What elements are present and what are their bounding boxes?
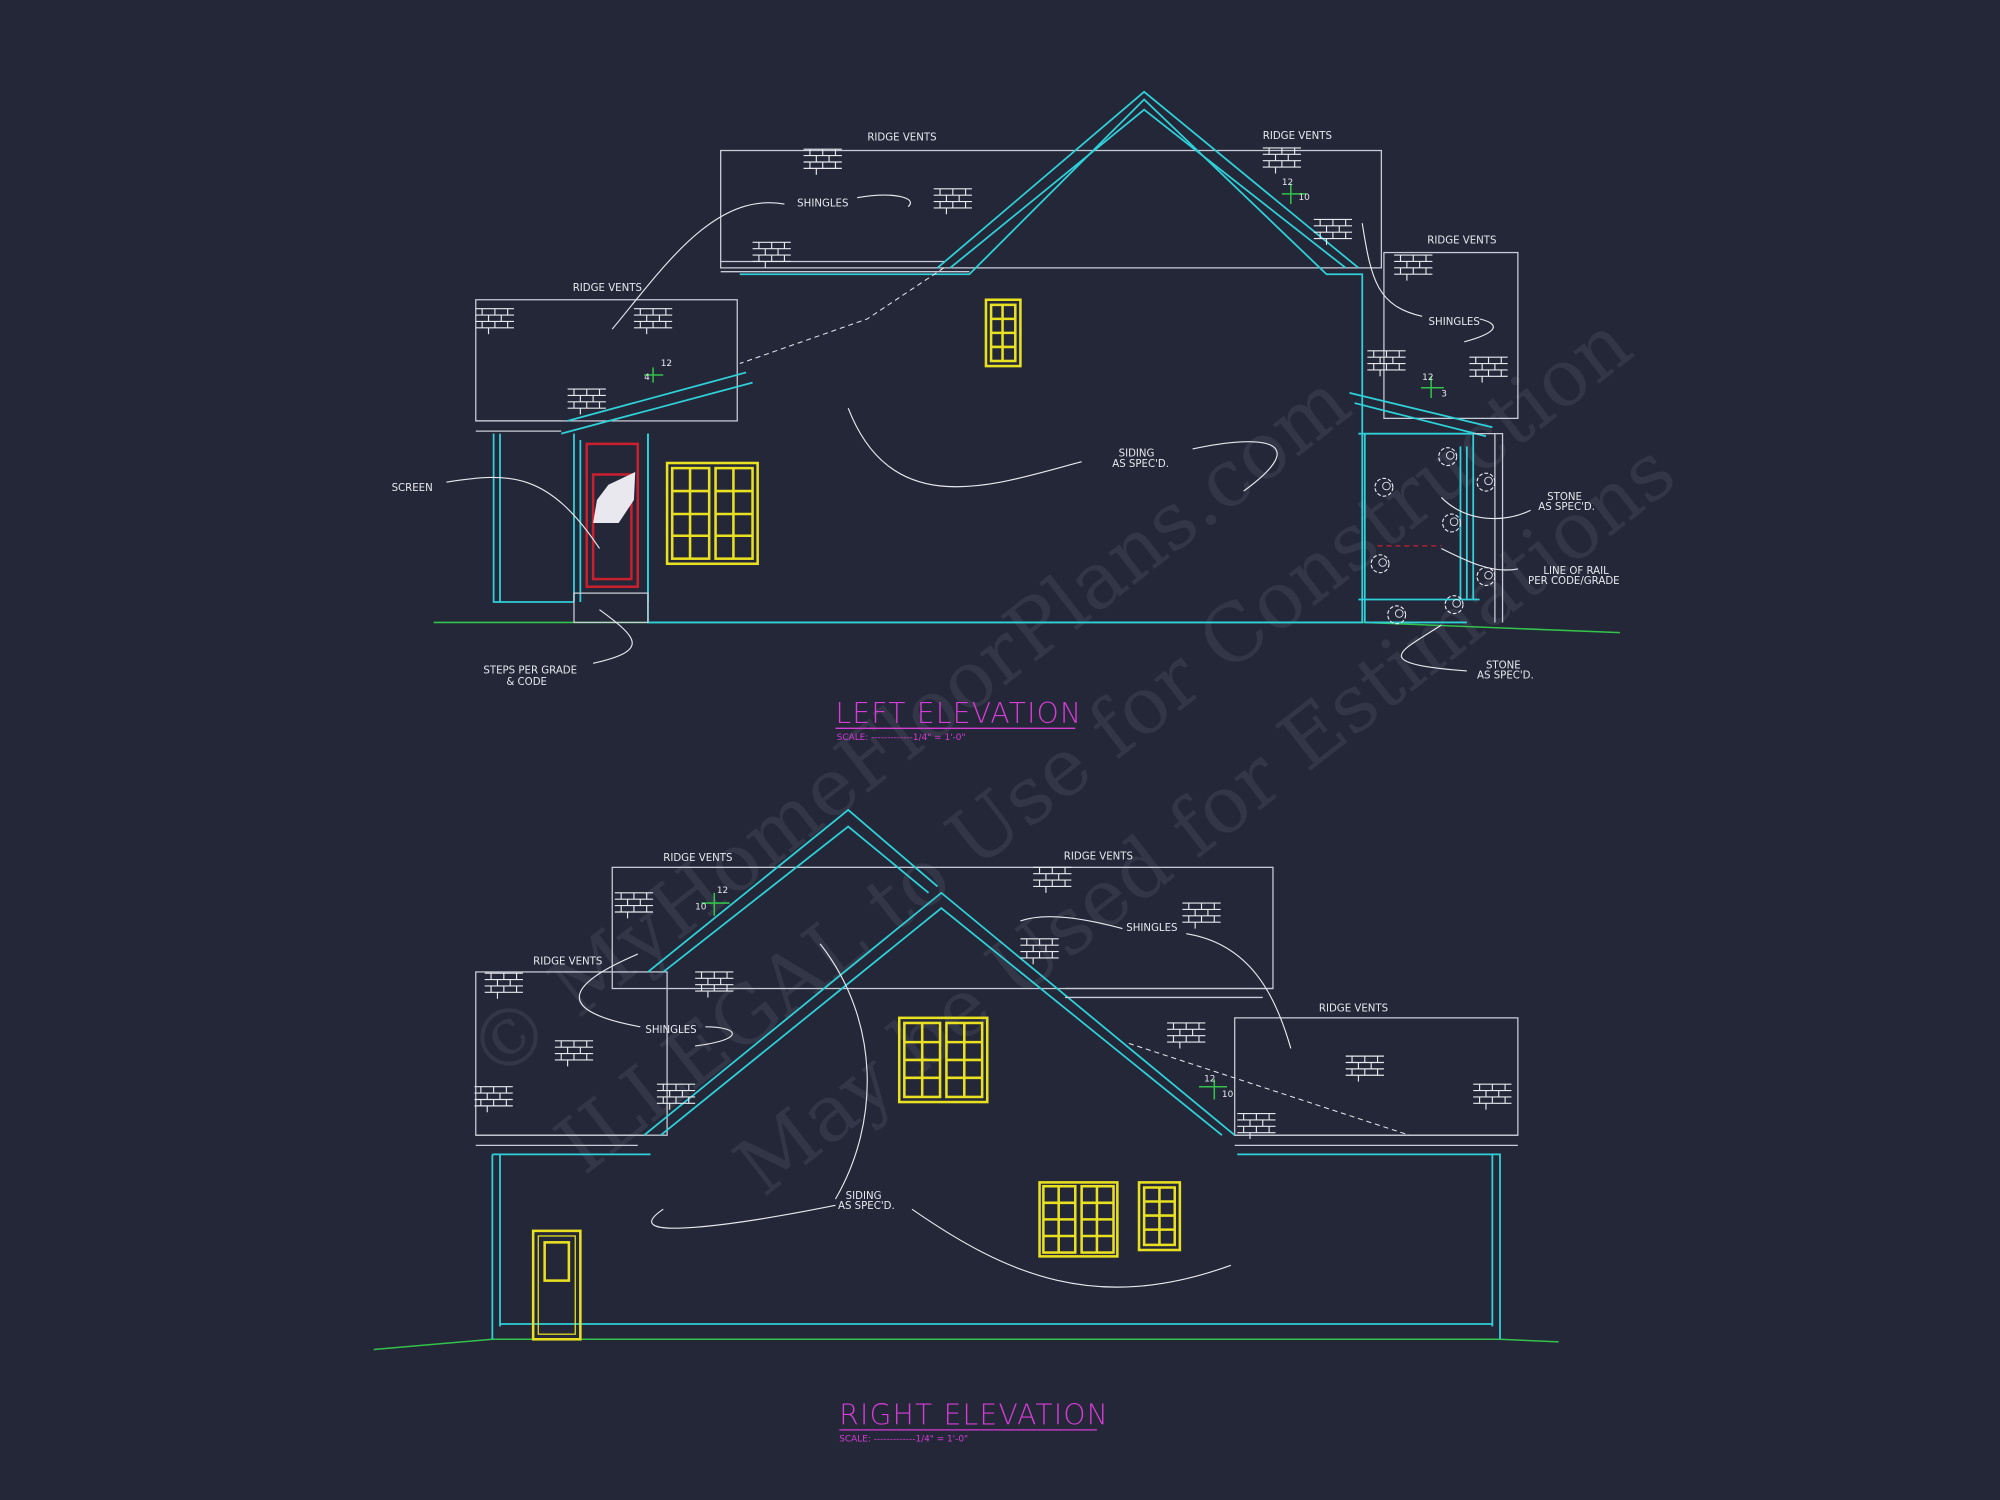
label-ridge-vents: RIDGE VENTS [1064, 852, 1133, 863]
main-gable [643, 891, 1236, 1136]
label-shingles: SHINGLES [645, 1025, 696, 1036]
label-steps: STEPS PER GRADE [483, 665, 577, 676]
grade-line [373, 1338, 1559, 1351]
pitch-rise: 10 [1222, 1090, 1234, 1100]
label-ridge-vents: RIDGE VENTS [1319, 1003, 1388, 1014]
main-wall [491, 1153, 1501, 1340]
pitch-rise: 10 [1298, 193, 1310, 203]
label-screen: SCREEN [392, 483, 433, 494]
porch-posts [492, 433, 649, 603]
rear-roof [611, 866, 1274, 990]
label-shingles: SHINGLES [797, 199, 848, 210]
main-wall [647, 98, 1364, 624]
label-steps: & CODE [506, 677, 547, 688]
porch-fascia [475, 420, 562, 432]
label-siding: AS SPEC'D. [838, 1201, 895, 1212]
window-double [1038, 1181, 1119, 1258]
annotations: RIDGE VENTS RIDGE VENTS RIDGE VENTS RIDG… [392, 131, 1620, 688]
window-double [665, 461, 759, 566]
wing-roof [1383, 251, 1519, 420]
right-elevation-scale: SCALE: -------------1/4" = 1'-0" [839, 1434, 968, 1444]
leaders [446, 194, 1531, 672]
screen-door [585, 442, 640, 589]
pitch-run: 12 [1282, 178, 1293, 188]
pitch-run: 12 [661, 359, 672, 369]
eave-line [720, 260, 970, 273]
wing-eave [1349, 391, 1493, 438]
pitch-markers: 12 4 12 10 12 3 [644, 178, 1447, 400]
label-siding: AS SPEC'D. [1112, 459, 1169, 470]
main-gable [936, 90, 1359, 269]
watermark: © MyHomeFloorPlans.com ILLEGAL to Use fo… [451, 297, 1692, 1214]
window-small [984, 298, 1022, 368]
pitch-markers: 12 10 12 10 [695, 886, 1233, 1100]
left-elevation-scale: SCALE: -------------1/4" = 1'-0" [837, 733, 966, 743]
left-elevation-title: LEFT ELEVATION [835, 697, 1082, 730]
label-siding: SIDING [1119, 449, 1155, 460]
label-line-of-rail: LINE OF RAIL [1543, 566, 1609, 577]
label-stone: STONE [1547, 492, 1582, 503]
rear-roof [720, 149, 1383, 269]
label-stone: AS SPEC'D. [1538, 502, 1595, 513]
left-elevation: 12 4 12 10 12 3 RIDGE VENTS RIDGE VENTS … [392, 90, 1620, 743]
label-stone: STONE [1486, 660, 1521, 671]
pitch-run: 12 [1204, 1075, 1215, 1085]
entry-door [531, 1229, 582, 1341]
porch-eave [560, 371, 753, 435]
porch-roof [475, 299, 738, 422]
label-shingles: SHINGLES [1429, 317, 1480, 328]
ridge-vents [475, 147, 1509, 416]
label-ridge-vents: RIDGE VENTS [1263, 131, 1332, 142]
right-elevation-title: RIGHT ELEVATION [839, 1399, 1109, 1432]
front-gable [647, 808, 939, 973]
watermark-line-2: ILLEGAL to Use for Construction [539, 297, 1648, 1192]
label-ridge-vents: RIDGE VENTS [867, 132, 936, 143]
label-ridge-vents: RIDGE VENTS [573, 283, 642, 294]
pitch-run: 12 [1422, 373, 1433, 383]
label-stone: AS SPEC'D. [1477, 671, 1534, 682]
label-shingles: SHINGLES [1126, 923, 1177, 934]
pitch-run: 12 [717, 886, 728, 896]
label-line-of-rail: PER CODE/GRADE [1528, 576, 1620, 587]
screen-door-panel [591, 473, 633, 581]
right-roof [1234, 1017, 1519, 1136]
pitch-rise: 10 [695, 902, 707, 912]
window-double [897, 1016, 989, 1104]
pitch-rise: 3 [1441, 390, 1447, 400]
annotations: RIDGE VENTS RIDGE VENTS RIDGE VENTS RIDG… [533, 852, 1388, 1212]
pitch-rise: 4 [644, 373, 650, 383]
screen-glare [593, 471, 636, 523]
right-elevation: 12 10 12 10 RIDGE VENTS RIDGE VENTS RIDG… [373, 808, 1559, 1444]
label-ridge-vents: RIDGE VENTS [1427, 236, 1496, 247]
label-siding: SIDING [846, 1191, 882, 1202]
porch-step [573, 592, 649, 624]
window-single [1137, 1181, 1182, 1252]
leaders [578, 916, 1410, 1288]
wing-corner [1473, 433, 1504, 623]
label-ridge-vents: RIDGE VENTS [533, 956, 602, 967]
label-ridge-vents: RIDGE VENTS [663, 853, 732, 864]
eave-lines [475, 987, 1518, 1147]
